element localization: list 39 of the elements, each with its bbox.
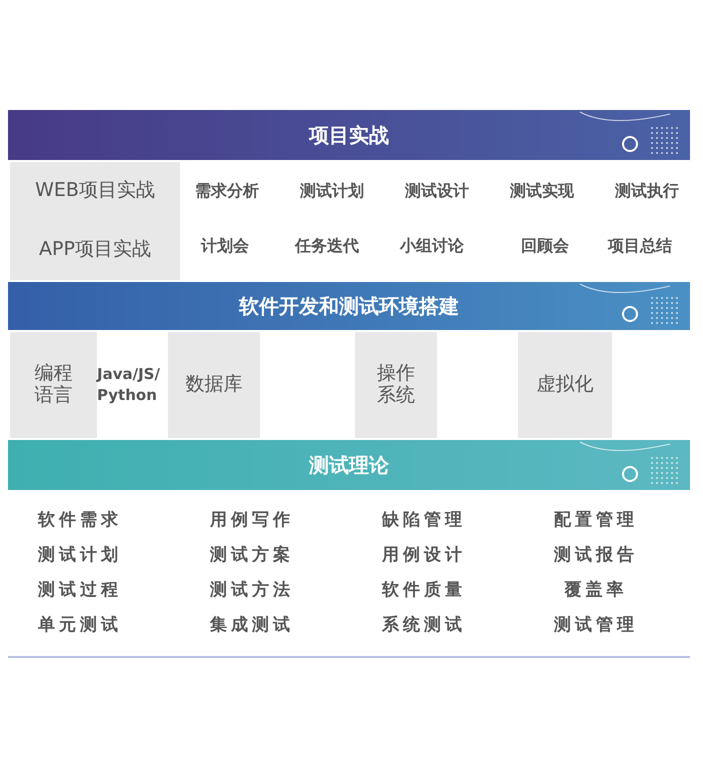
topic-label: 用例设计 (382, 544, 466, 566)
item-label: 任务迭代 (295, 236, 359, 256)
topic-label: 单元测试 (38, 614, 122, 636)
item-label: 计划会 (201, 236, 249, 256)
topic-label: 软件需求 (38, 508, 122, 530)
item-label: Java/JS/Python (97, 364, 161, 406)
topic-label: 覆盖率 (564, 578, 628, 600)
item-label: 测试计划 (300, 180, 364, 202)
item-label: 测试执行 (615, 180, 679, 202)
topic-label: 测试方案 (210, 544, 294, 566)
item-label: 项目总结 (608, 236, 672, 256)
topic-label: 集成测试 (210, 614, 294, 636)
topic-label: 测试方法 (210, 578, 294, 600)
topic-label: 测试管理 (554, 614, 638, 636)
section-title: 测试理论 (309, 452, 389, 478)
section-header-band (8, 282, 690, 330)
item-label: 测试设计 (405, 180, 469, 202)
topic-label: 系统测试 (382, 614, 466, 636)
topic-label: 软件质量 (382, 578, 466, 600)
section-header-band (8, 440, 690, 490)
category-label: 数据库 (186, 374, 242, 396)
topic-label: 缺陷管理 (382, 508, 466, 530)
item-label: 小组讨论 (400, 236, 464, 256)
topic-label: 测试报告 (554, 544, 638, 566)
item-label: 需求分析 (195, 180, 259, 202)
category-label: 操作系统 (376, 363, 416, 407)
section-title: 软件开发和测试环境搭建 (239, 292, 459, 320)
item-label: 测试实现 (510, 180, 574, 202)
section-title: 项目实战 (309, 122, 389, 148)
topic-label: 测试过程 (38, 578, 122, 600)
topic-label: 用例写作 (210, 508, 294, 530)
item-label: 回顾会 (521, 236, 569, 256)
category-label: 编程语言 (34, 363, 74, 407)
category-label: APP项目实战 (39, 239, 151, 261)
category-label: WEB项目实战 (35, 180, 155, 202)
topic-label: 测试计划 (38, 544, 122, 566)
section-header-band (8, 110, 690, 160)
category-label: 虚拟化 (536, 374, 594, 396)
topic-label: 配置管理 (554, 508, 638, 530)
